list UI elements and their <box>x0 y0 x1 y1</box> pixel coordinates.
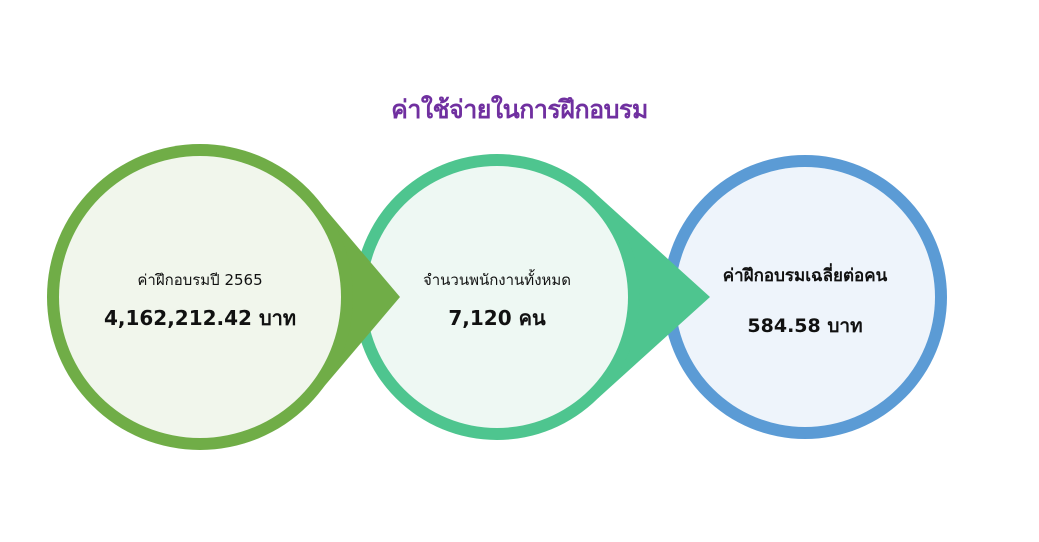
step-2-shape <box>354 154 710 440</box>
inner-circle <box>366 166 628 428</box>
step-3-shape <box>663 155 947 439</box>
inner-circle <box>675 167 935 427</box>
step-3-value: 584.58 บาท <box>747 315 863 337</box>
step-2-text: จำนวนพนักงานทั้งหมด 7,120 คน <box>367 268 627 334</box>
step-3-text: ค่าฝึกอบรมเฉลี่ยต่อคน 584.58 บาท <box>675 262 935 341</box>
step-1-label: ค่าฝึกอบรมปี 2565 <box>137 271 263 289</box>
diagram-title: ค่าใช้จ่ายในการฝึกอบรม <box>391 95 648 124</box>
step-2-label: จำนวนพนักงานทั้งหมด <box>422 271 572 289</box>
inner-circle <box>59 156 341 438</box>
step-2-value: 7,120 คน <box>448 306 546 330</box>
step-3-label: ค่าฝึกอบรมเฉลี่ยต่อคน <box>722 266 888 286</box>
step-1-shape <box>47 144 400 450</box>
step-1-value: 4,162,212.42 บาท <box>103 306 297 330</box>
step-1-text: ค่าฝึกอบรมปี 2565 4,162,212.42 บาท <box>70 268 330 334</box>
